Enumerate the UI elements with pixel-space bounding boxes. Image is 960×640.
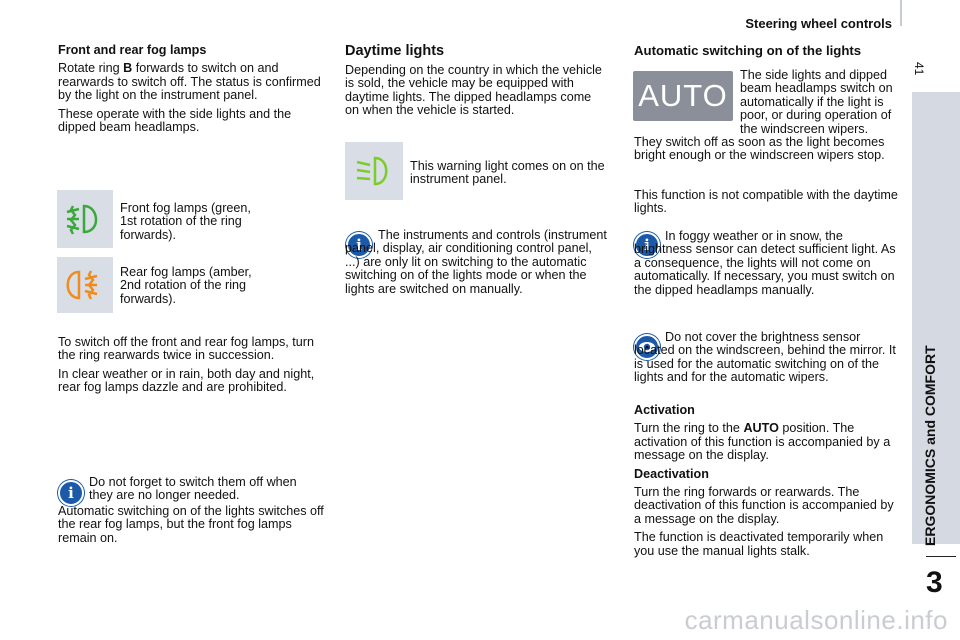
- sidebar-divider: [926, 556, 956, 557]
- daytime-warning-text: This warning light comes on on the instr…: [410, 159, 605, 187]
- auto-button-icon: AUTO: [633, 71, 733, 121]
- page-number: 41: [912, 62, 926, 76]
- activation-title: Activation: [634, 403, 695, 417]
- auto-label: AUTO: [638, 78, 728, 113]
- chapter-number: 3: [926, 566, 943, 599]
- fog-lamps-off-block: To switch off the front and rear fog lam…: [58, 335, 326, 395]
- eye-icon: [634, 334, 660, 360]
- info-icon: i: [346, 232, 372, 258]
- fog-lamps-text-2: These operate with the side lights and t…: [58, 106, 292, 135]
- heading-fog-lamps: Front and rear fog lamps: [58, 43, 207, 57]
- front-fog-lamps-label: Front fog lamps (green, 1st rotation of …: [120, 201, 251, 242]
- deactivation-text: Turn the ring forwards or rearwards. The…: [634, 485, 894, 526]
- heading-auto-lights: Automatic switching on of the lights: [634, 43, 862, 58]
- sidebar-section-title: ERGONOMICS and COMFORT: [922, 345, 938, 546]
- sensor-note: Do not cover the brightness sensor locat…: [634, 330, 896, 385]
- front-fog-lamp-icon: [57, 190, 113, 248]
- fog-lamps-intro: Rotate ring B forwards to switch on and …: [58, 61, 321, 103]
- watermark: carmanualsonline.info: [684, 605, 948, 635]
- header-divider: [900, 0, 902, 26]
- rear-fog-lamp-icon: [57, 257, 113, 313]
- fog-lamps-prohibited: In clear weather or in rain, both day an…: [58, 366, 315, 395]
- heading-daytime-lights: Daytime lights: [345, 43, 445, 59]
- temporary-deactivation-text: The function is deactivated temporarily …: [634, 530, 884, 558]
- info-icon: i: [634, 232, 660, 258]
- daytime-lights-warning-icon: [345, 142, 403, 200]
- fog-lamps-switch-off: To switch off the front and rear fog lam…: [58, 335, 314, 363]
- info-icon: i: [58, 480, 84, 506]
- auto-lights-compatibility: This function is not compatible with the…: [634, 188, 898, 216]
- daytime-lights-text: Depending on the country in which the ve…: [345, 63, 602, 118]
- instruments-lighting-note: The instruments and controls (instrument…: [345, 228, 607, 296]
- fog-note-auto: Automatic switching on of the lights swi…: [58, 504, 324, 545]
- activation-text: Turn the ring to the AUTO position. The …: [634, 421, 891, 463]
- activation-block: Activation Turn the ring to the AUTO pos…: [634, 403, 898, 558]
- auto-lights-description: The side lights and dipped beam headlamp…: [634, 68, 893, 163]
- sidebar-tab: [912, 92, 960, 544]
- fog-note-switch-off: Do not forget to switch them off when th…: [89, 475, 297, 503]
- rear-fog-lamps-label: Rear fog lamps (amber, 2nd rotation of t…: [120, 265, 252, 306]
- deactivation-title: Deactivation: [634, 466, 709, 481]
- page-header-title: Steering wheel controls: [745, 16, 892, 31]
- column-fog-lamps: Front and rear fog lamps Rotate ring B f…: [58, 43, 326, 135]
- foggy-weather-note: In foggy weather or in snow, the brightn…: [634, 229, 896, 297]
